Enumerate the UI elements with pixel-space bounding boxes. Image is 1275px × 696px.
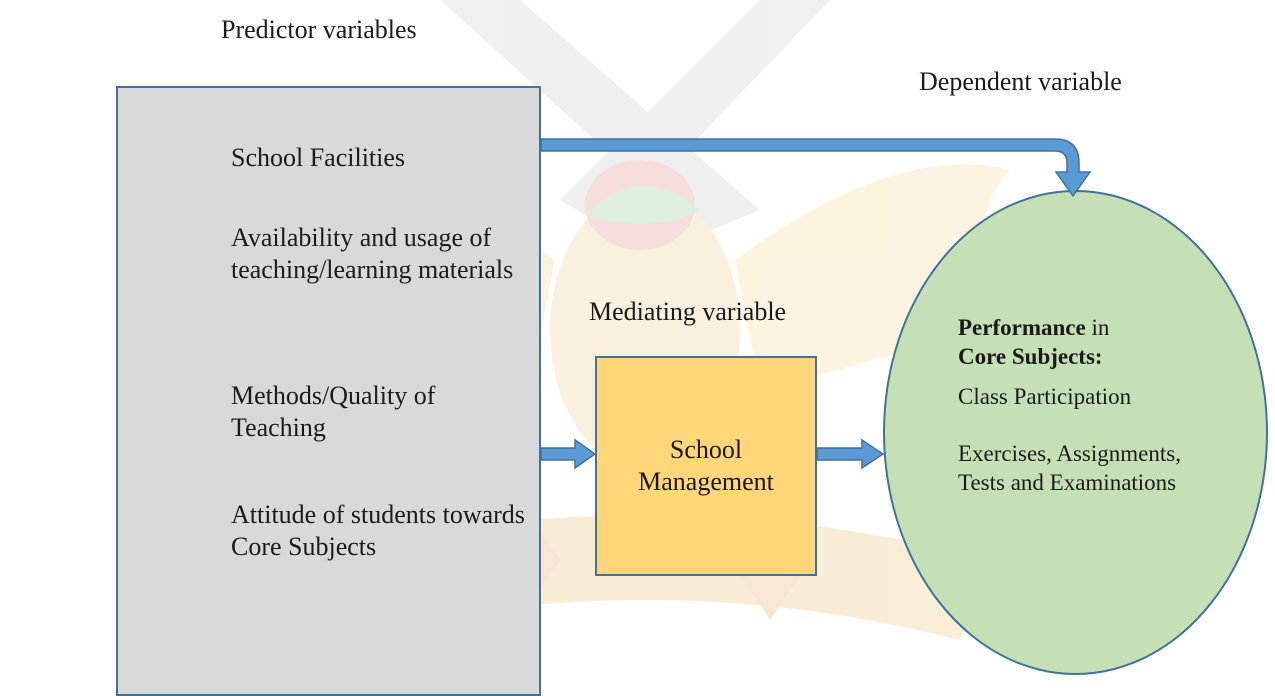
predictor-student-attitude: Attitude of students towards Core Subjec… — [231, 500, 525, 561]
mediator-to-outcome-arrow — [816, 438, 885, 470]
dependent-variable-label: Dependent variable — [919, 67, 1122, 96]
predictor-school-facilities: School Facilities — [231, 143, 406, 172]
outcome-class-participation: Class Participation — [958, 384, 1132, 409]
performance-in-word: in — [1085, 315, 1110, 340]
school-management-box: School Management — [595, 356, 817, 576]
school-management-text: School Management — [638, 435, 774, 496]
predictor-teaching-materials: Availability and usage of teaching/learn… — [231, 223, 514, 284]
performance-heading: Performance in Core Subjects: — [958, 313, 1198, 371]
predictor-variables-label: Predictor variables — [221, 15, 417, 44]
predictor-teaching-methods: Methods/Quality of Teaching — [231, 381, 436, 442]
core-subjects-performance-ellipse — [883, 190, 1268, 675]
core-subjects-word: Core Subjects: — [958, 344, 1103, 369]
performance-word: Performance — [958, 315, 1086, 340]
outcome-exercises-tests: Exercises, Assignments, Tests and Examin… — [958, 441, 1181, 495]
arrows-layer — [540, 138, 1092, 470]
predictor-to-outcome-arrow — [540, 138, 1092, 198]
predictor-variables-box — [116, 86, 541, 696]
mediating-variable-label: Mediating variable — [589, 297, 787, 326]
predictor-to-mediator-arrow — [540, 438, 597, 470]
